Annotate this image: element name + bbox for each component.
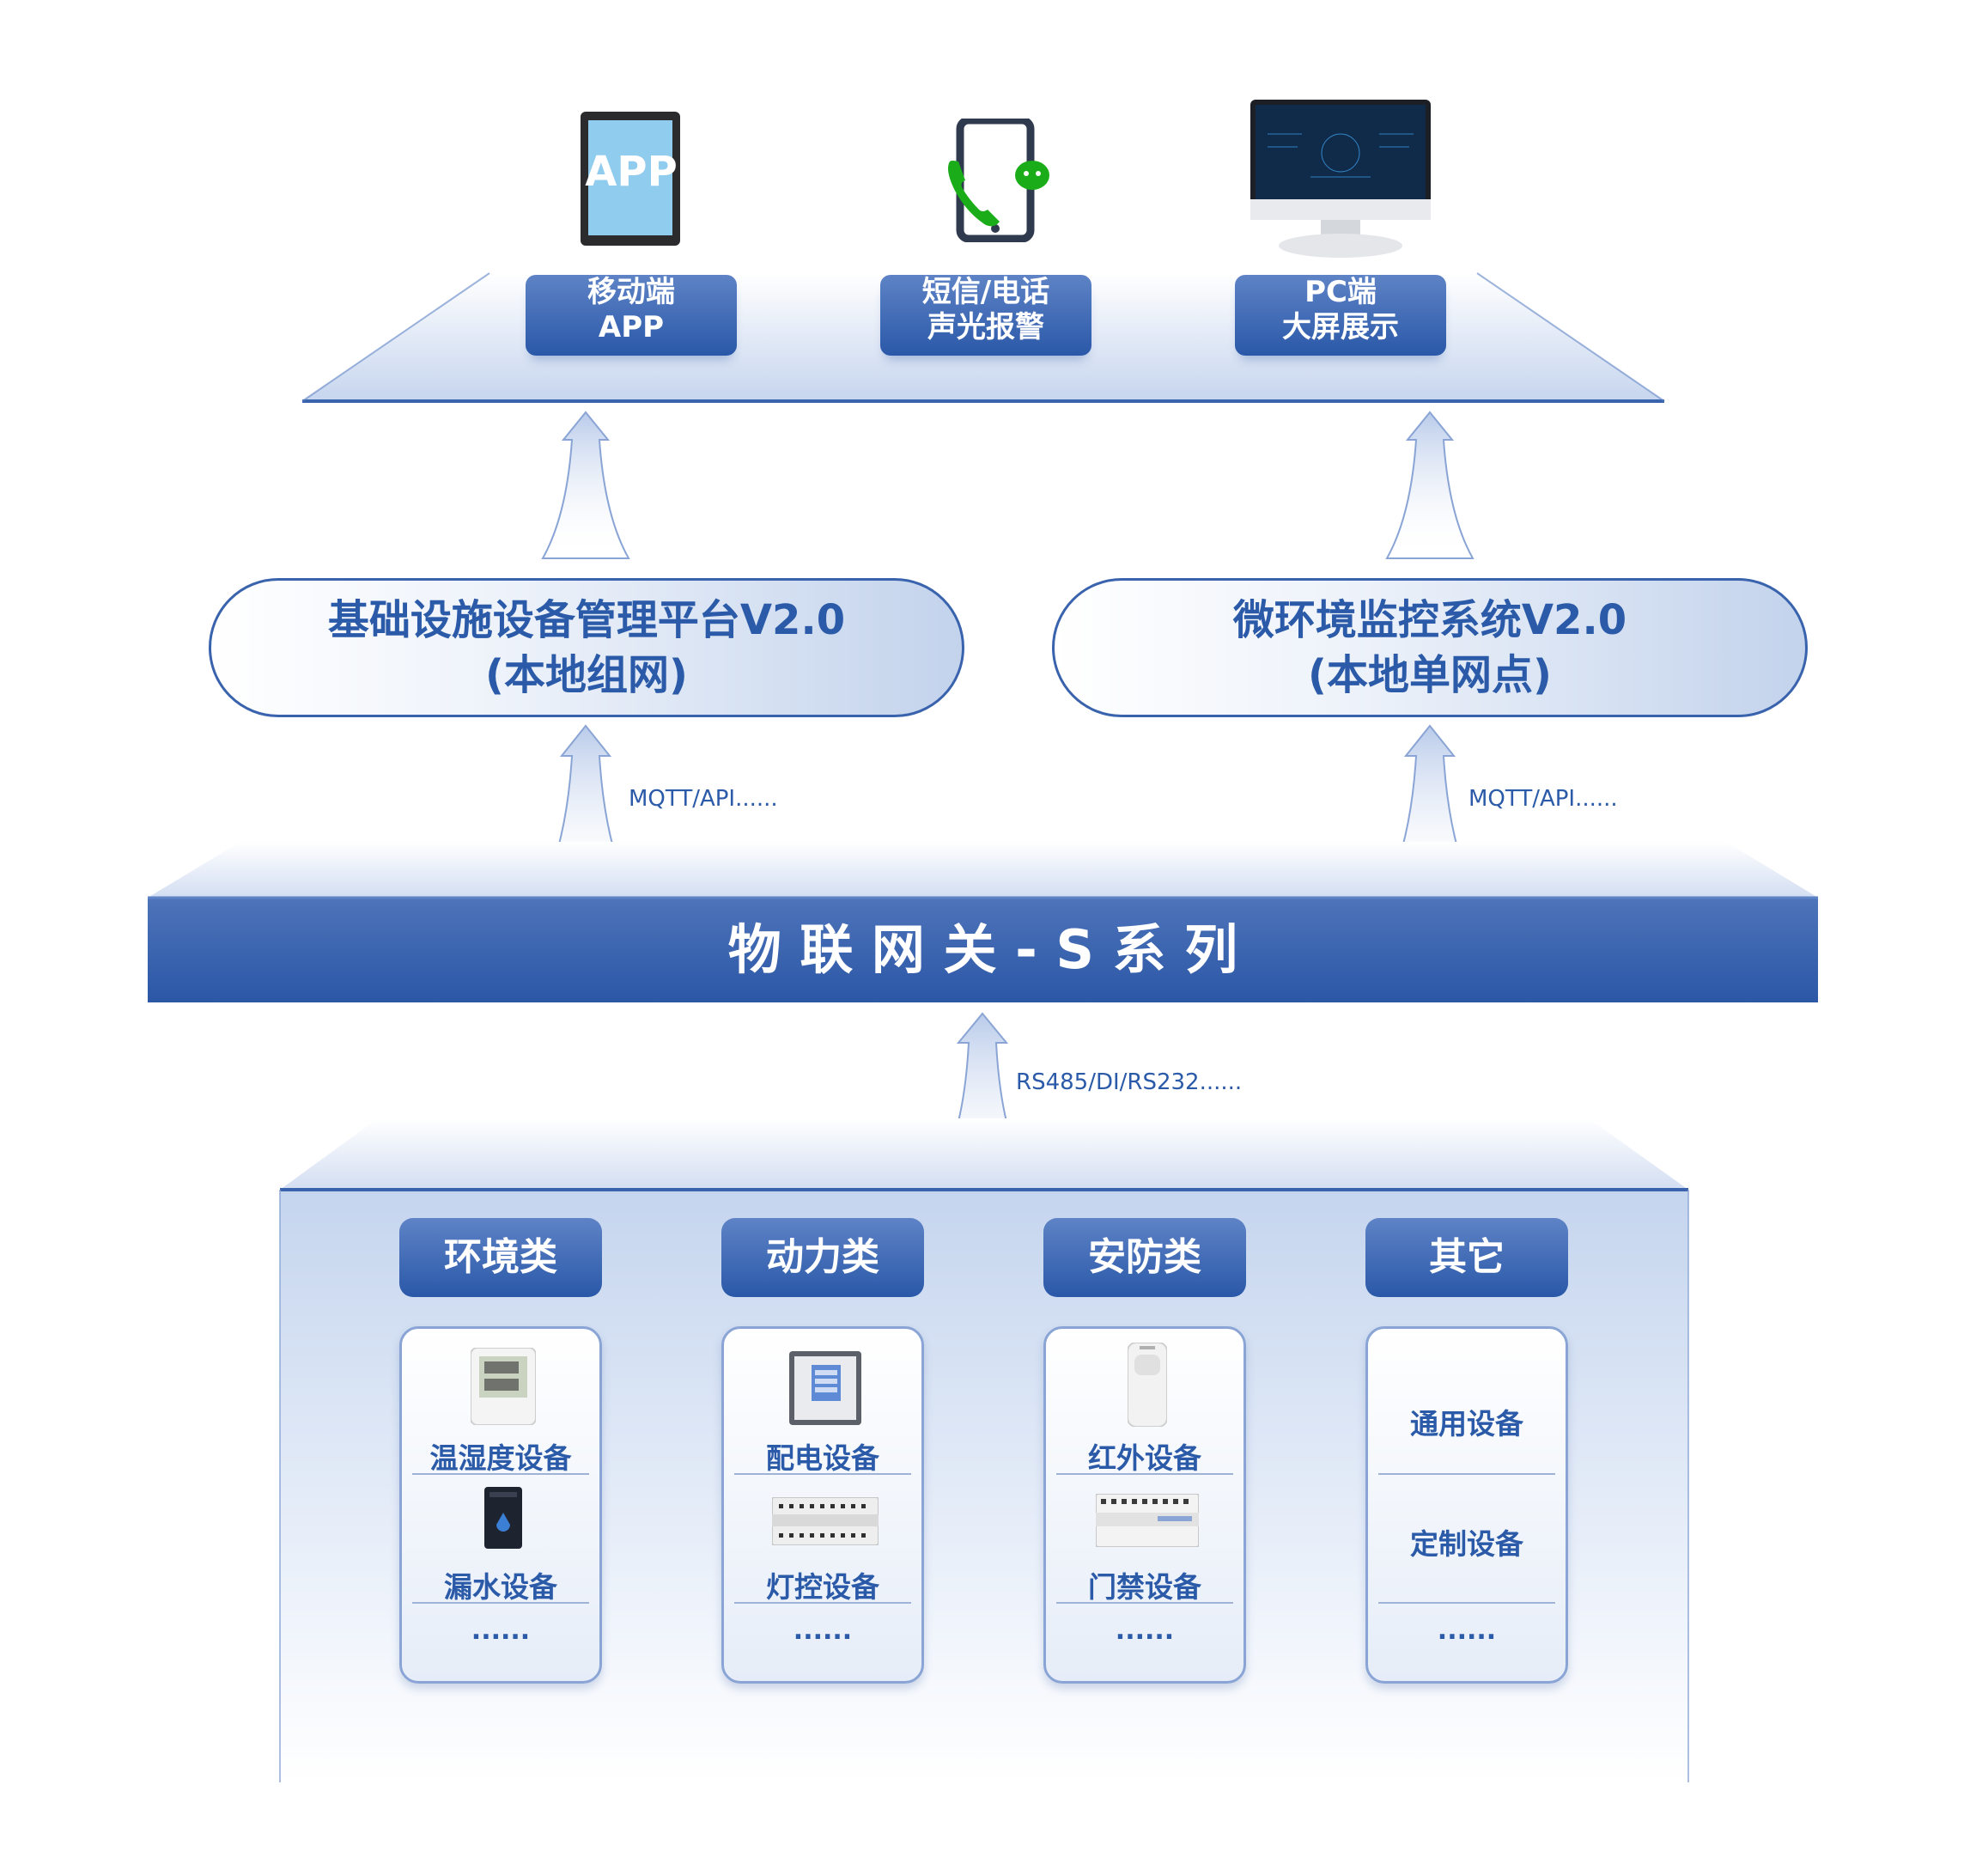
- category-other: 其它: [1365, 1218, 1568, 1297]
- separator: [412, 1473, 589, 1475]
- power-meter-icon: [789, 1351, 861, 1428]
- tag-mobile-app: 移动端 APP: [526, 275, 737, 356]
- lighting-controller-icon: [771, 1496, 879, 1549]
- more-security: ......: [1115, 1616, 1175, 1646]
- separator: [412, 1602, 589, 1604]
- tag-pc-screen-line2: 大屏展示: [1282, 310, 1399, 344]
- gateway-bar-top: [148, 842, 1818, 898]
- separator: [734, 1602, 911, 1604]
- platform-infrastructure-title: 基础设施设备管理平台V2.0: [327, 596, 846, 644]
- monitor-dashboard-icon: [1250, 100, 1431, 259]
- thermo-hygrometer-icon: [470, 1347, 537, 1428]
- protocol-lower: RS485/DI/RS232......: [1016, 1069, 1243, 1095]
- platform-infrastructure-sub: (本地组网): [485, 651, 688, 699]
- device-label-security-1: 红外设备: [1088, 1441, 1201, 1475]
- gateway-label: 物 联 网 关 - S 系 列: [727, 918, 1238, 981]
- device-label-power-2: 灯控设备: [766, 1570, 879, 1604]
- more-power: ......: [793, 1616, 853, 1646]
- arrow-up-left-upper: [541, 411, 630, 559]
- device-box-security: 红外设备 门禁设备 ......: [1043, 1326, 1246, 1684]
- device-label-other-1: 通用设备: [1410, 1407, 1523, 1440]
- device-box-environment: 温湿度设备 漏水设备 ......: [399, 1326, 602, 1684]
- tag-sms-phone-line1: 短信/电话: [921, 275, 1050, 309]
- device-label-power-1: 配电设备: [766, 1441, 879, 1475]
- gateway-bar-front: [148, 898, 1818, 1002]
- device-label-other-2: 定制设备: [1410, 1527, 1523, 1561]
- tablet-app-icon: APP: [581, 112, 680, 246]
- device-box-power: 配电设备 灯控设备 ......: [721, 1326, 924, 1684]
- tag-mobile-app-line2: APP: [598, 310, 665, 344]
- platform-infrastructure: 基础设施设备管理平台V2.0 (本地组网): [209, 578, 964, 717]
- separator: [1056, 1602, 1233, 1604]
- separator: [1056, 1473, 1233, 1475]
- tag-sms-phone: 短信/电话 声光报警: [880, 275, 1091, 356]
- tag-sms-phone-line2: 声光报警: [927, 310, 1044, 344]
- device-label-env-1: 温湿度设备: [429, 1441, 572, 1475]
- separator: [734, 1473, 911, 1475]
- protocol-upper-right: MQTT/API......: [1468, 786, 1618, 812]
- platform-micro-environment-title: 微环境监控系统V2.0: [1232, 596, 1627, 644]
- platform-micro-environment-sub: (本地单网点): [1308, 651, 1552, 699]
- more-env: ......: [471, 1616, 531, 1646]
- tag-pc-screen-line1: PC端: [1304, 275, 1377, 309]
- access-controller-icon: [1095, 1493, 1200, 1550]
- separator: [1378, 1473, 1555, 1475]
- arrow-up-right-upper: [1385, 411, 1475, 559]
- water-leak-sensor-icon: [483, 1487, 524, 1552]
- device-label-security-2: 门禁设备: [1088, 1570, 1201, 1604]
- lower-box-top: [280, 1118, 1688, 1190]
- platform-micro-environment: 微环境监控系统V2.0 (本地单网点): [1052, 578, 1808, 717]
- phone-wechat-icon: [943, 116, 1055, 243]
- category-power: 动力类: [721, 1218, 924, 1297]
- infrared-detector-icon: [1127, 1342, 1168, 1430]
- device-box-other: 通用设备 定制设备 ......: [1365, 1326, 1568, 1684]
- device-label-env-2: 漏水设备: [444, 1570, 557, 1604]
- protocol-upper-left: MQTT/API......: [629, 786, 778, 812]
- more-other: ......: [1437, 1616, 1497, 1646]
- tag-pc-screen: PC端 大屏展示: [1235, 275, 1446, 356]
- tablet-app-text: APP: [585, 148, 678, 196]
- tag-mobile-app-line1: 移动端: [587, 275, 675, 309]
- separator: [1378, 1602, 1555, 1604]
- category-environment: 环境类: [399, 1218, 602, 1297]
- category-security: 安防类: [1043, 1218, 1246, 1297]
